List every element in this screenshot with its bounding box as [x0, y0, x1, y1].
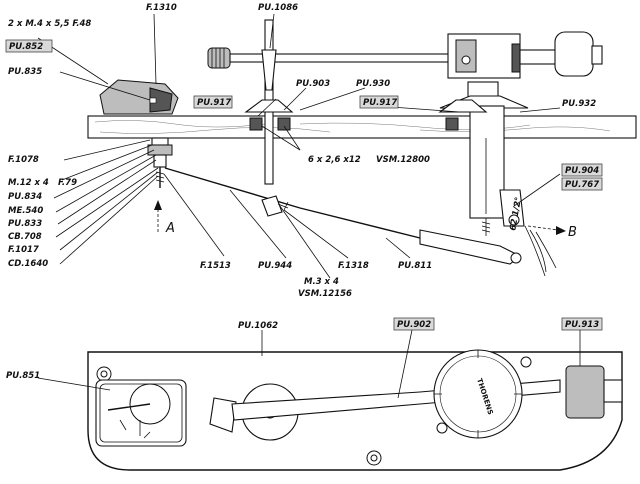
label-vsm12156: VSM.12156	[298, 289, 352, 299]
box-pu852	[5, 39, 53, 53]
label-vsm12800: VSM.12800	[376, 155, 430, 165]
leader-lines	[37, 13, 581, 399]
label-pu811: PU.811	[398, 261, 432, 271]
box-pu913	[561, 317, 603, 331]
label-f1310: F.1310	[146, 3, 177, 13]
cartridge-head	[99, 79, 179, 115]
baseplate-plan: THORENS	[87, 349, 623, 471]
label-pu917-right: PU.917	[363, 98, 397, 108]
label-f1318: F.1318	[338, 261, 369, 271]
label-pu903: PU.903	[296, 79, 330, 89]
pillar-assembly	[439, 81, 529, 236]
lift-lever	[164, 167, 557, 277]
label-f1078: F.1078	[8, 155, 39, 165]
label-pu834: PU.834	[8, 192, 42, 202]
arrow-a	[154, 200, 162, 232]
label-f79: F.79	[58, 178, 77, 188]
label-pu904: PU.904	[565, 166, 599, 176]
box-pu917-left	[193, 95, 233, 109]
label-me540: ME.540	[8, 206, 43, 216]
box-pu917-right	[359, 95, 399, 109]
label-pu1062: PU.1062	[238, 321, 278, 331]
label-m3x4: M.3 x 4	[304, 277, 339, 287]
label-pu767: PU.767	[565, 180, 599, 190]
box-pu767	[561, 177, 603, 191]
label-a: A	[165, 221, 175, 236]
label-pu913: PU.913	[565, 320, 599, 330]
label-f1513: F.1513	[200, 261, 231, 271]
label-pu852: PU.852	[9, 42, 43, 52]
label-f1017: F.1017	[8, 245, 39, 255]
stylus-assembly	[147, 137, 173, 188]
box-pu902	[393, 317, 435, 331]
labels: 2 x M.4 x 5,5 F.48 F.1310 PU.852 PU.835 …	[5, 3, 603, 381]
label-pu932: PU.932	[562, 99, 596, 109]
label-pu835: PU.835	[8, 67, 42, 77]
arrow-b	[527, 225, 566, 235]
label-pu1086: PU.1086	[258, 3, 298, 13]
label-pu902: PU.902	[397, 320, 431, 330]
label-pu930: PU.930	[356, 79, 390, 89]
label-cd1640: CD.1640	[8, 259, 48, 269]
label-pu917-left: PU.917	[197, 98, 231, 108]
label-pu944: PU.944	[258, 261, 292, 271]
plinth-bar	[87, 115, 637, 139]
label-screw-6x2-6: 6 x 2,6 x12	[308, 155, 361, 165]
box-pu904	[561, 163, 603, 177]
label-pu851: PU.851	[6, 371, 40, 381]
label-m12x4: M.12 x 4	[8, 178, 49, 188]
label-pu833: PU.833	[8, 219, 42, 229]
label-b: B	[568, 225, 577, 240]
label-screw-spec: 2 x M.4 x 5,5 F.48	[8, 19, 91, 29]
label-cb708: CB.708	[8, 232, 42, 242]
